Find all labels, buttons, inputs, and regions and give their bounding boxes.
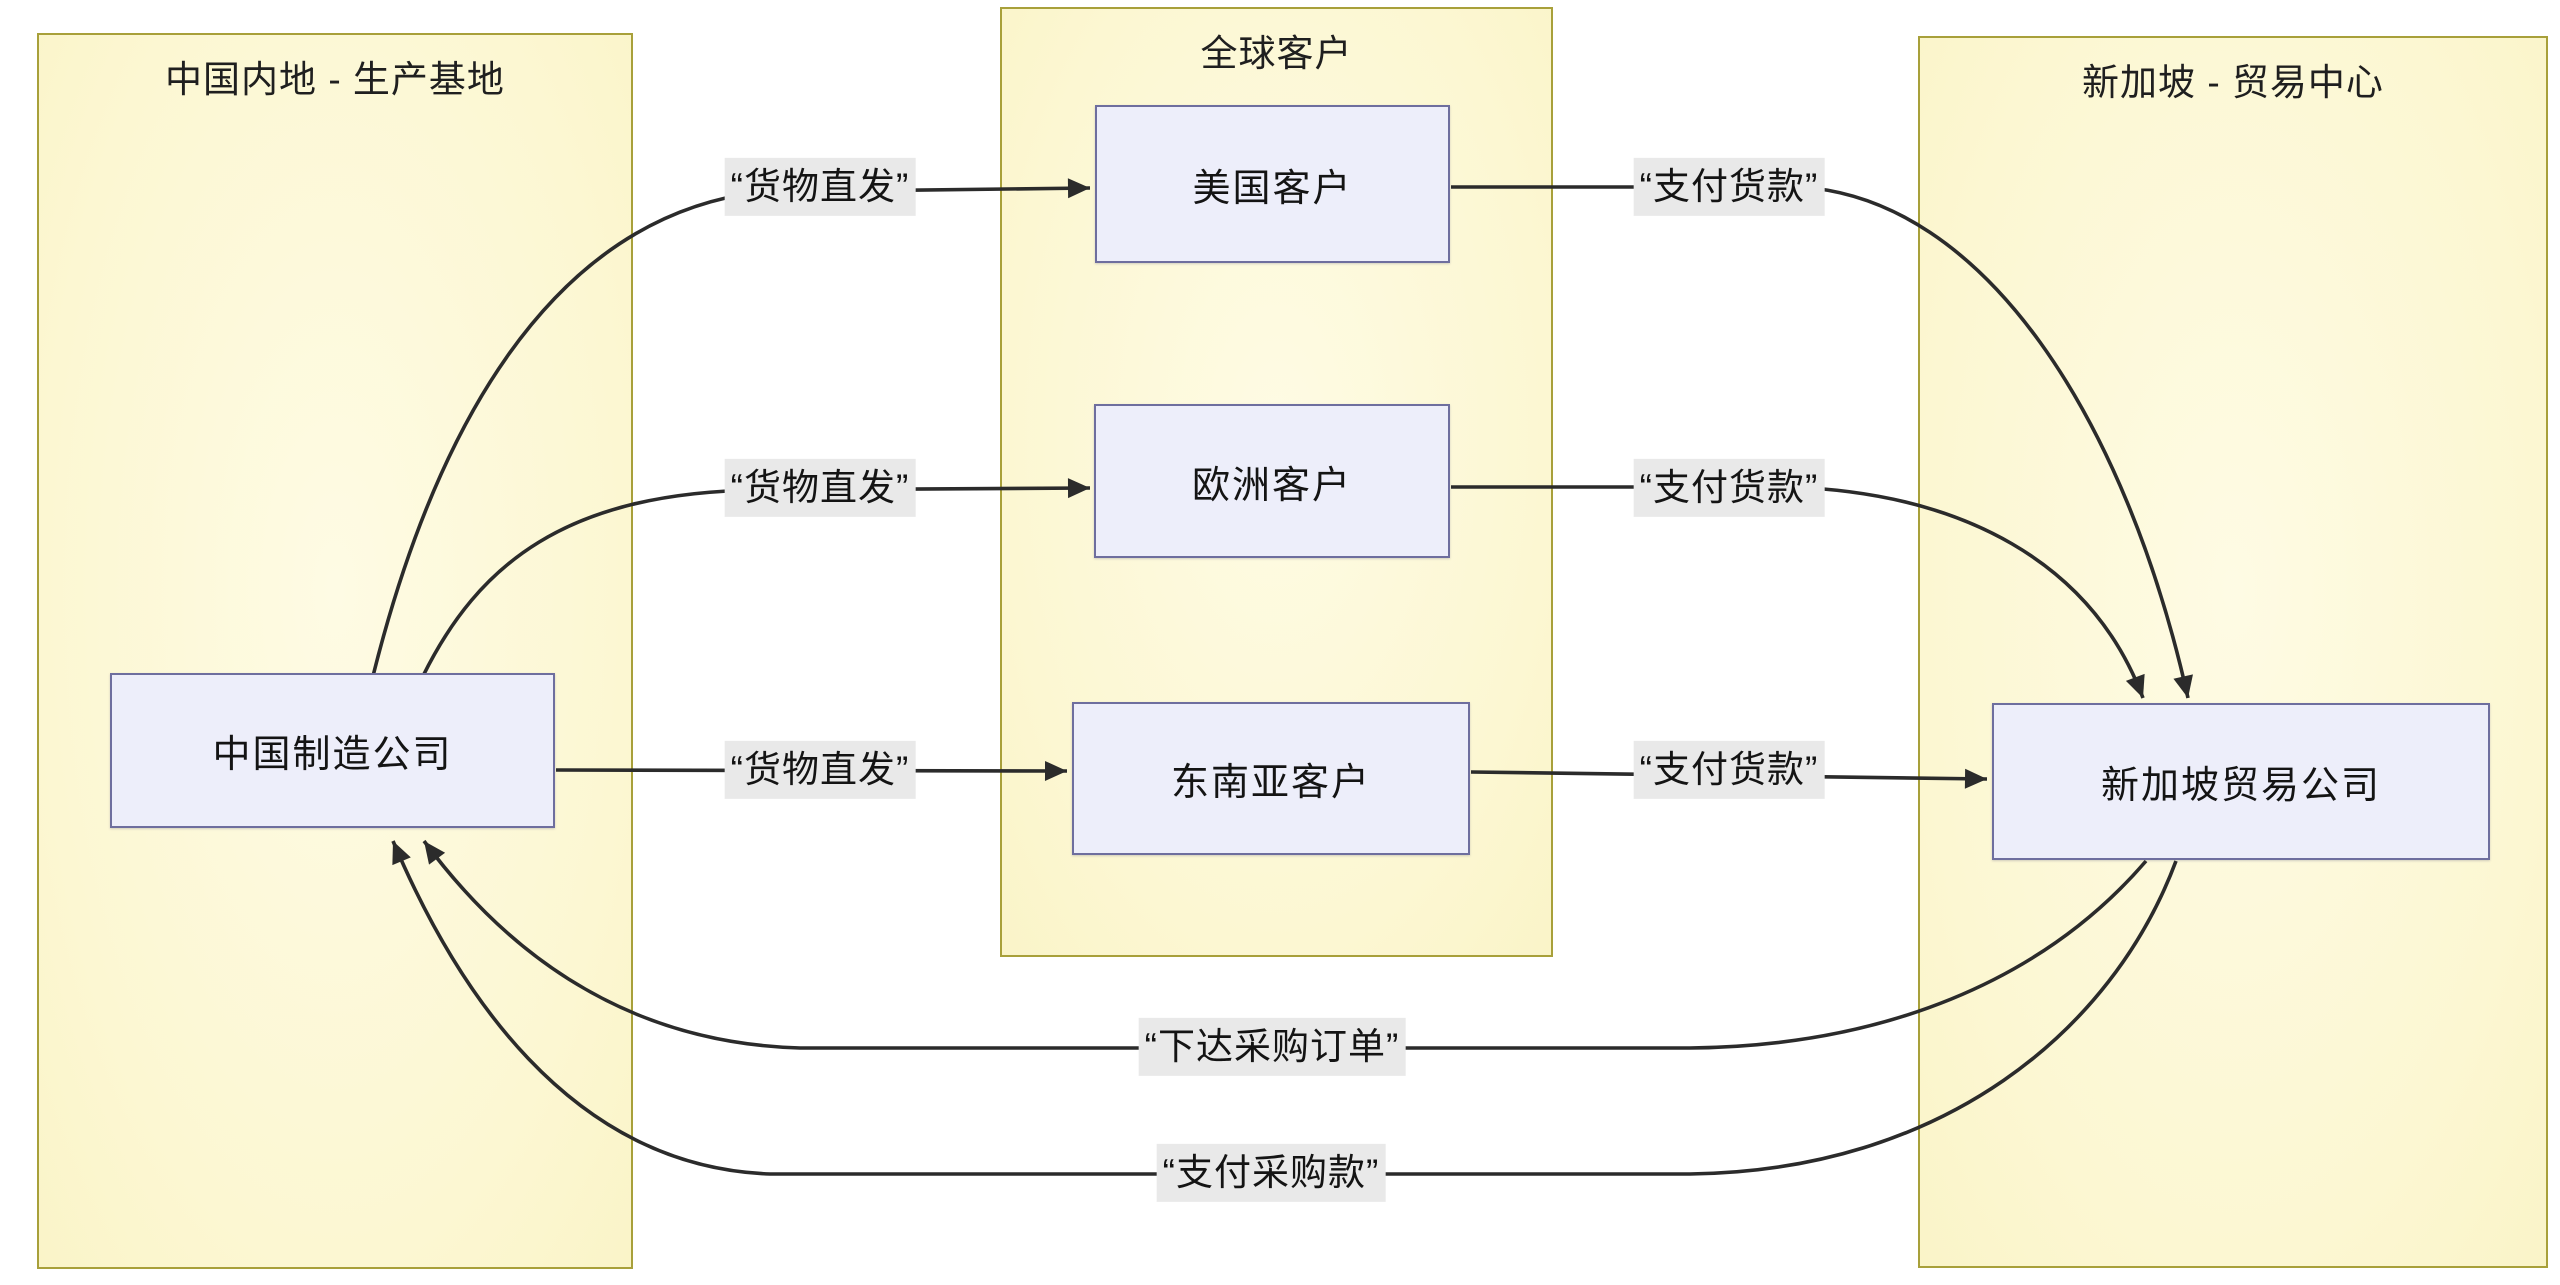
edge-ship-us xyxy=(371,178,1091,677)
edge-label-purchase-order: “下达采购订单” xyxy=(1138,1017,1406,1077)
region-china-production-base: 中国内地 - 生产基地 xyxy=(37,33,633,1269)
region-title: 中国内地 - 生产基地 xyxy=(165,59,505,100)
node-us-customer: 美国客户 xyxy=(1095,105,1450,263)
node-eu-customer: 欧洲客户 xyxy=(1094,404,1450,558)
edge-label-pay-eu: “支付货款” xyxy=(1633,458,1825,518)
edge-label-pay-us: “支付货款” xyxy=(1633,157,1825,217)
edge-label-purchase-payment: “支付采购款” xyxy=(1156,1143,1386,1203)
node-label: 中国制造公司 xyxy=(212,734,453,776)
edge-label-ship-eu: “货物直发” xyxy=(724,458,916,518)
region-title: 新加坡 - 贸易中心 xyxy=(2082,62,2384,103)
region-title: 全球客户 xyxy=(1200,33,1353,74)
node-label: 东南亚客户 xyxy=(1170,762,1371,804)
edge-purchase-order xyxy=(422,839,2148,1050)
edge-label-ship-us: “货物直发” xyxy=(724,157,916,217)
edge-pay-eu xyxy=(1451,485,2145,699)
node-manufacturer: 中国制造公司 xyxy=(110,673,555,828)
node-label: 欧洲客户 xyxy=(1191,464,1352,507)
edge-label-ship-sea: “货物直发” xyxy=(724,740,916,800)
node-sea-customer: 东南亚客户 xyxy=(1072,702,1470,855)
edge-purchase-payment xyxy=(391,840,2178,1176)
node-label: 美国客户 xyxy=(1192,167,1353,210)
edge-ship-eu xyxy=(421,478,1091,677)
edge-pay-us xyxy=(1451,185,2193,699)
edge-label-pay-sea: “支付货款” xyxy=(1633,740,1825,800)
node-label: 新加坡贸易公司 xyxy=(2100,765,2381,807)
region-singapore-trade-center: 新加坡 - 贸易中心 xyxy=(1918,36,2548,1268)
node-trader: 新加坡贸易公司 xyxy=(1992,703,2490,860)
